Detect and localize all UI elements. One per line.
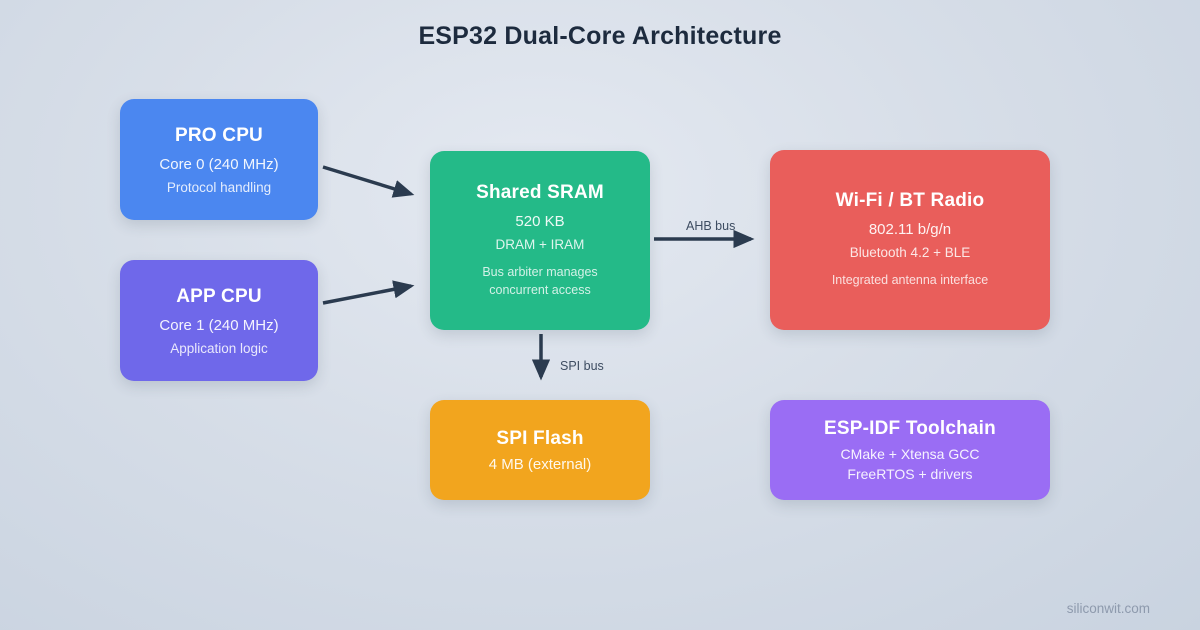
node-app-cpu: APP CPU Core 1 (240 MHz) Application log… [120,260,318,381]
shared-sram-note: Bus arbiter manages concurrent access [482,264,598,297]
page-title: ESP32 Dual-Core Architecture [418,22,782,50]
spi-flash-title: SPI Flash [496,427,584,449]
wifi-bt-title: Wi-Fi / BT Radio [835,190,985,212]
shared-sram-title: Shared SRAM [476,181,604,203]
pro-cpu-detail: Protocol handling [166,179,272,195]
esp-idf-detail: FreeRTOS + drivers [847,466,973,482]
pro-cpu-subtitle: Core 0 (240 MHz) [159,155,279,173]
node-shared-sram: Shared SRAM 520 KB DRAM + IRAM Bus arbit… [430,151,650,330]
node-wifi-bt-radio: Wi-Fi / BT Radio 802.11 b/g/n Bluetooth … [770,150,1050,330]
spi-flash-subtitle: 4 MB (external) [488,455,592,473]
arrow-pro-cpu-to-sram [322,165,415,198]
pro-cpu-title: PRO CPU [175,124,263,146]
wifi-bt-note: Integrated antenna interface [831,273,989,288]
node-spi-flash: SPI Flash 4 MB (external) [430,400,650,500]
node-esp-idf-toolchain: ESP-IDF Toolchain CMake + Xtensa GCC Fre… [770,400,1050,500]
app-cpu-subtitle: Core 1 (240 MHz) [159,316,279,334]
shared-sram-subtitle: 520 KB [515,212,565,230]
node-pro-cpu: PRO CPU Core 0 (240 MHz) Protocol handli… [120,99,318,220]
shared-sram-detail: DRAM + IRAM [495,236,585,252]
arrow-app-cpu-to-sram [322,280,415,305]
esp-idf-subtitle: CMake + Xtensa GCC [840,446,980,462]
watermark: siliconwit.com [1066,601,1150,616]
app-cpu-detail: Application logic [170,340,268,356]
esp-idf-title: ESP-IDF Toolchain [824,418,996,439]
wifi-bt-detail: Bluetooth 4.2 + BLE [849,245,971,261]
spi-bus-label: SPI bus [560,359,604,373]
app-cpu-title: APP CPU [176,285,262,307]
wifi-bt-subtitle: 802.11 b/g/n [868,221,952,239]
ahb-bus-label: AHB bus [686,219,736,233]
